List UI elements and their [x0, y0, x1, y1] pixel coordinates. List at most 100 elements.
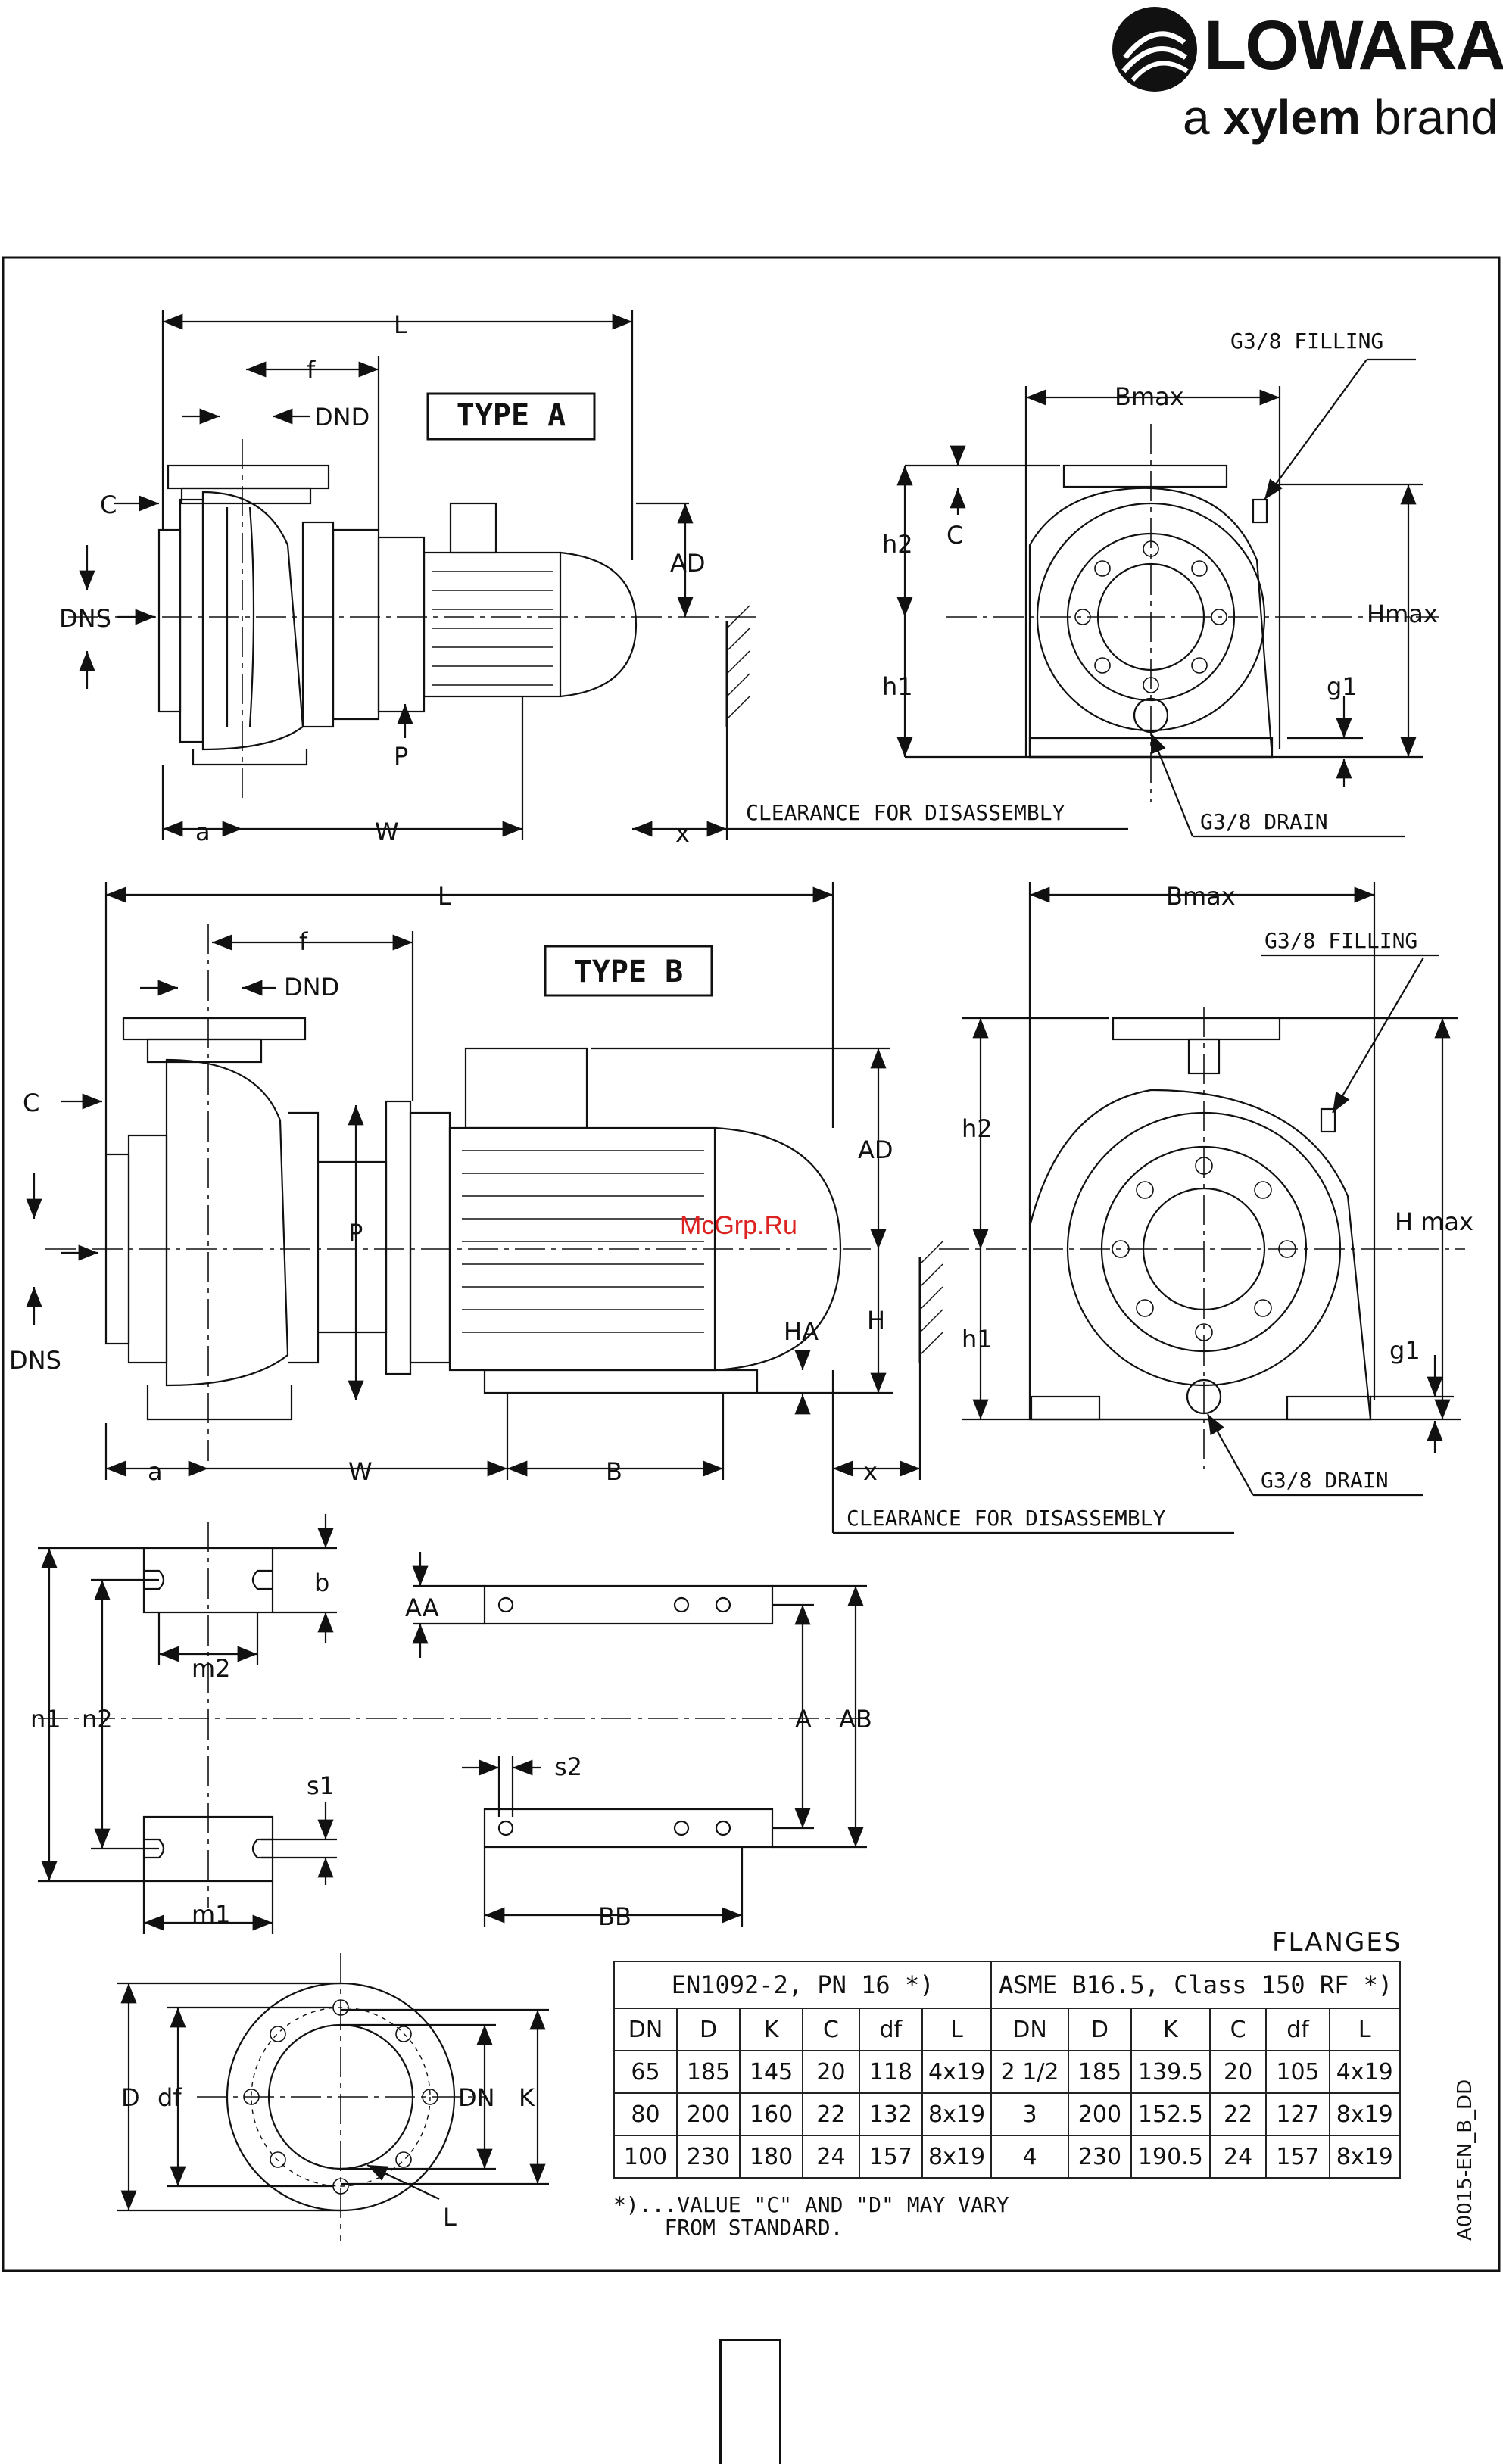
cell: 20 [802, 2050, 860, 2094]
cell: 118 [858, 2050, 923, 2094]
col-header: D [676, 2008, 741, 2051]
type-b-dim-f: f [299, 927, 308, 956]
flange-dim-L: L [443, 2203, 457, 2232]
col-header: L [1328, 2008, 1402, 2051]
type-b-dim-W: W [348, 1457, 373, 1486]
flanges-group-en: EN1092-2, PN 16 *) [613, 1961, 993, 2009]
type-b-end-Hmax: H max [1395, 1207, 1473, 1236]
type-a-dim-C: C [100, 491, 117, 519]
type-b-dim-P: P [348, 1219, 363, 1248]
table-row: 80 200 160 22 132 8x19 3 200 152.5 22 12… [613, 2092, 1402, 2136]
type-b-dim-B: B [606, 1457, 622, 1486]
cell: 4 [990, 2135, 1069, 2179]
type-a-dim-a: a [195, 818, 210, 846]
type-b-end-g1: g1 [1389, 1336, 1420, 1365]
type-b-dim-C: C [23, 1089, 39, 1117]
lowara-emblem-icon [1112, 7, 1197, 92]
cell: 157 [858, 2135, 923, 2179]
flange-dim-DN: DN [458, 2083, 495, 2112]
type-a-dim-DND: DND [314, 403, 370, 431]
feet-dim-m1: m1 [192, 1900, 231, 1929]
feet-dim-AB: AB [839, 1705, 872, 1734]
feet-dim-m2: m2 [192, 1654, 231, 1683]
cell: 2 1/2 [990, 2050, 1069, 2094]
type-b-end-h2: h2 [962, 1114, 993, 1143]
cell: 190.5 [1130, 2135, 1211, 2179]
col-header: C [1208, 2008, 1268, 2051]
cell: 230 [676, 2135, 741, 2179]
type-b-end-filling: G3/8 FILLING [1264, 928, 1417, 953]
feet-dim-b: b [314, 1568, 329, 1597]
feet-dim-s1: s1 [307, 1771, 335, 1800]
document-id: A0015-EN_B_DD [1454, 2079, 1476, 2241]
type-b-dim-L: L [438, 882, 451, 911]
cell: 157 [1265, 2135, 1330, 2179]
logo-wordmark: LOWARA [1204, 7, 1503, 84]
cell: 139.5 [1130, 2050, 1211, 2094]
page-number-box [719, 2339, 781, 2464]
col-header: df [858, 2008, 923, 2051]
feet-dim-AA: AA [405, 1593, 439, 1622]
cell: 4x19 [921, 2050, 993, 2094]
type-a-clearance: CLEARANCE FOR DISASSEMBLY [746, 800, 1065, 825]
type-a-dim-P: P [394, 742, 408, 771]
col-header: D [1067, 2008, 1132, 2051]
cell: 200 [1067, 2092, 1132, 2136]
cell: 145 [739, 2050, 804, 2094]
type-b-end-h1: h1 [962, 1325, 993, 1353]
flanges-table: EN1092-2, PN 16 *) ASME B16.5, Class 150… [613, 1961, 1402, 2179]
cell: 200 [676, 2092, 741, 2136]
col-header: K [739, 2008, 804, 2051]
type-a-dim-AD: AD [670, 549, 706, 578]
cell: 24 [802, 2135, 860, 2179]
type-b-end-Bmax: Bmax [1166, 882, 1236, 911]
feet-dim-BB: BB [598, 1902, 631, 1931]
type-b-dim-a: a [148, 1457, 163, 1486]
type-b-dim-H: H [867, 1306, 885, 1335]
brand-logo: LOWARA a xylem brand [1105, 0, 1503, 159]
cell: 65 [613, 2050, 678, 2094]
cell: 152.5 [1130, 2092, 1211, 2136]
type-a-end-C: C [946, 521, 963, 550]
type-a-dim-DNS: DNS [59, 604, 111, 633]
flanges-header-row: DN D K C df L DN D K C df L [613, 2008, 1402, 2051]
cell: 185 [1067, 2050, 1132, 2094]
cell: 24 [1208, 2135, 1268, 2179]
cell: 8x19 [1328, 2135, 1402, 2179]
type-b-dim-HA: HA [784, 1317, 819, 1346]
type-a-dim-x: x [675, 819, 690, 848]
col-header: C [802, 2008, 860, 2051]
cell: 8x19 [921, 2092, 993, 2136]
type-a-end-h2: h2 [882, 530, 913, 559]
type-a-end-view [896, 358, 1439, 838]
cell: 105 [1265, 2050, 1330, 2094]
table-row: 65 185 145 20 118 4x19 2 1/2 185 139.5 2… [613, 2050, 1402, 2094]
cell: 185 [676, 2050, 741, 2094]
type-a-end-Bmax: Bmax [1115, 382, 1184, 411]
cell: 4x19 [1328, 2050, 1402, 2094]
cell: 22 [1208, 2092, 1268, 2136]
flange-detail-drawing [117, 1953, 549, 2241]
cell: 230 [1067, 2135, 1132, 2179]
col-header: K [1130, 2008, 1211, 2051]
type-b-side-view [26, 882, 1234, 1534]
type-b-dim-AD: AD [858, 1135, 893, 1164]
type-b-end-view [939, 882, 1465, 1497]
type-b-dim-DND: DND [284, 973, 339, 1001]
feet-dim-n2: n2 [82, 1705, 113, 1734]
type-b-end-drain: G3/8 DRAIN [1261, 1468, 1389, 1493]
feet-dim-A: A [795, 1705, 812, 1734]
cell: 100 [613, 2135, 678, 2179]
cell: 180 [739, 2135, 804, 2179]
cell: 160 [739, 2092, 804, 2136]
cell: 20 [1208, 2050, 1268, 2094]
col-header: DN [613, 2008, 678, 2051]
cell: 22 [802, 2092, 860, 2136]
flange-dim-df: df [157, 2083, 182, 2112]
type-a-end-drain: G3/8 DRAIN [1200, 809, 1328, 834]
logo-tagline: a xylem brand [1183, 90, 1498, 145]
type-a-end-filling: G3/8 FILLING [1230, 329, 1383, 354]
type-a-title: TYPE A [457, 398, 566, 433]
feet-detail-drawing [38, 1514, 867, 1934]
